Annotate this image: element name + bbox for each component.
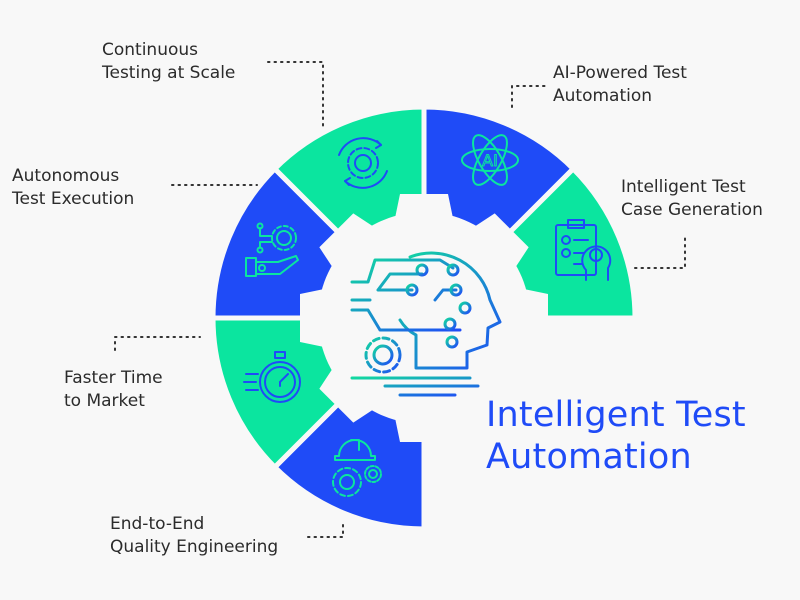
leader-end-to-end [307, 519, 344, 538]
label-line: Automation [553, 86, 653, 106]
ai-head-circuit-icon [350, 251, 502, 397]
leader-lines [114, 61, 686, 538]
label-line: Case Generation [621, 200, 763, 220]
title-line-2: Automation [486, 437, 692, 477]
gear-tooth [394, 194, 454, 223]
svg-text:AI: AI [482, 151, 498, 170]
gear-tooth [319, 213, 379, 273]
ai-atom-icon: AI [461, 134, 519, 186]
clipboard-brain-icon [555, 219, 612, 281]
gear-tooth [394, 413, 454, 442]
cycle-gear-icon [338, 137, 388, 189]
title-line-1: Intelligent Test [486, 395, 746, 435]
gear-tooth [519, 288, 548, 348]
label-line: Faster Time [64, 368, 163, 388]
label-faster-time: Faster Time to Market [64, 367, 163, 413]
label-line: Quality Engineering [110, 537, 279, 557]
gear-tooth [300, 288, 329, 348]
label-line: Test Execution [12, 189, 135, 209]
label-line: Intelligent Test [621, 177, 746, 197]
leader-faster [114, 336, 201, 351]
stopwatch-icon [243, 351, 301, 403]
hardhat-gears-icon [332, 439, 382, 497]
center-gear-cutout [300, 194, 548, 442]
leader-ai-powered [511, 85, 546, 108]
label-line: AI-Powered Test [553, 63, 687, 83]
label-line: Autonomous [12, 166, 120, 186]
leader-continuous [267, 61, 324, 131]
gear-body [318, 212, 530, 424]
label-line: to Market [64, 391, 145, 411]
robot-hand-gear-icon [245, 222, 299, 277]
leader-intelligent-case [634, 236, 686, 269]
gear-tooth [469, 213, 529, 273]
label-line: Testing at Scale [102, 63, 236, 83]
label-line: Continuous [102, 40, 199, 60]
label-line: End-to-End [110, 514, 205, 534]
gear-tooth [319, 363, 379, 423]
